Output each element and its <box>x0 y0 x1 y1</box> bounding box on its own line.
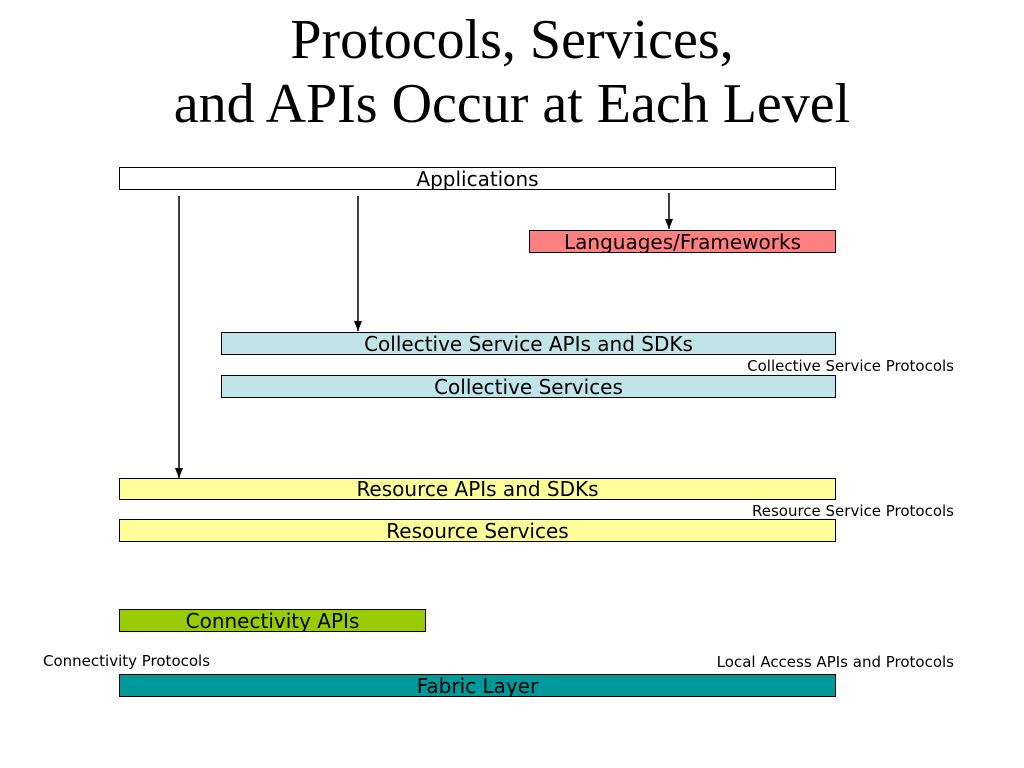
title-line-1: Protocols, Services, <box>290 9 734 71</box>
collective-services-layer: Collective Services <box>221 375 836 398</box>
arrowhead-resource-apis <box>175 468 183 478</box>
collective-protocols-label: Collective Service Protocols <box>747 357 954 375</box>
arrowhead-languages <box>665 219 673 229</box>
slide-title: Protocols, Services, and APIs Occur at E… <box>0 8 1024 136</box>
languages-frameworks-layer: Languages/Frameworks <box>529 230 836 253</box>
local-access-label: Local Access APIs and Protocols <box>716 653 954 671</box>
resource-services-layer: Resource Services <box>119 519 836 542</box>
fabric-layer: Fabric Layer <box>119 674 836 697</box>
collective-apis-layer: Collective Service APIs and SDKs <box>221 332 836 355</box>
title-line-2: and APIs Occur at Each Level <box>173 73 851 135</box>
connectivity-protocols-label: Connectivity Protocols <box>43 652 211 670</box>
connectivity-apis-layer: Connectivity APIs <box>119 609 426 632</box>
applications-layer: Applications <box>119 167 836 190</box>
resource-protocols-label: Resource Service Protocols <box>751 502 954 520</box>
arrowhead-collective-apis <box>354 321 362 331</box>
resource-apis-layer: Resource APIs and SDKs <box>119 478 836 500</box>
